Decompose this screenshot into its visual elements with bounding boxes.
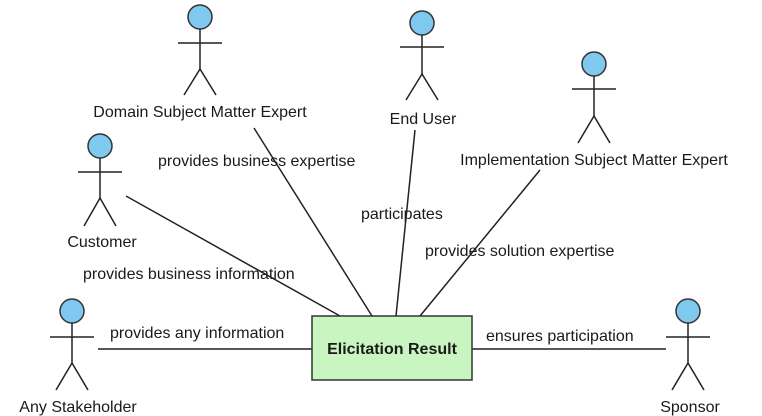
relation-label-end-user: participates — [361, 206, 443, 223]
actor-label-any-stakeholder: Any Stakeholder — [19, 399, 137, 416]
actor-any-stakeholder[interactable] — [50, 298, 94, 391]
actor-label-sponsor: Sponsor — [660, 399, 720, 416]
actor-head-icon — [187, 4, 213, 30]
actor-label-end-user: End User — [390, 111, 457, 128]
elicitation-result-box[interactable] — [311, 315, 473, 381]
relation-label-domain-sme: provides business expertise — [158, 153, 356, 170]
actor-head-icon — [675, 298, 701, 324]
actor-customer[interactable] — [78, 133, 122, 227]
actor-end-user[interactable] — [400, 10, 444, 101]
actor-domain-sme[interactable] — [178, 4, 222, 96]
relation-label-any-stakeholder: provides any information — [110, 325, 284, 342]
relation-label-implementation-sme: provides solution expertise — [425, 243, 615, 260]
relation-label-sponsor: ensures participation — [486, 328, 634, 345]
actor-head-icon — [409, 10, 435, 36]
elicitation-result-node[interactable]: Elicitation Result — [311, 315, 473, 381]
actor-label-customer: Customer — [67, 234, 137, 251]
actor-label-implementation-sme: Implementation Subject Matter Expert — [460, 152, 728, 169]
elicitation-result-label: Elicitation Result — [327, 341, 457, 358]
actor-label-domain-sme: Domain Subject Matter Expert — [93, 104, 307, 121]
actor-sponsor[interactable] — [666, 298, 710, 391]
relation-label-customer: provides business information — [83, 266, 295, 283]
actor-head-icon — [59, 298, 85, 324]
edge-implementation-sme — [419, 169, 541, 317]
actor-head-icon — [581, 51, 607, 77]
edge-domain-sme — [253, 127, 373, 317]
actor-implementation-sme[interactable] — [572, 51, 616, 144]
edge-end-user — [395, 129, 416, 317]
edge-customer — [125, 195, 341, 317]
actor-head-icon — [87, 133, 113, 159]
